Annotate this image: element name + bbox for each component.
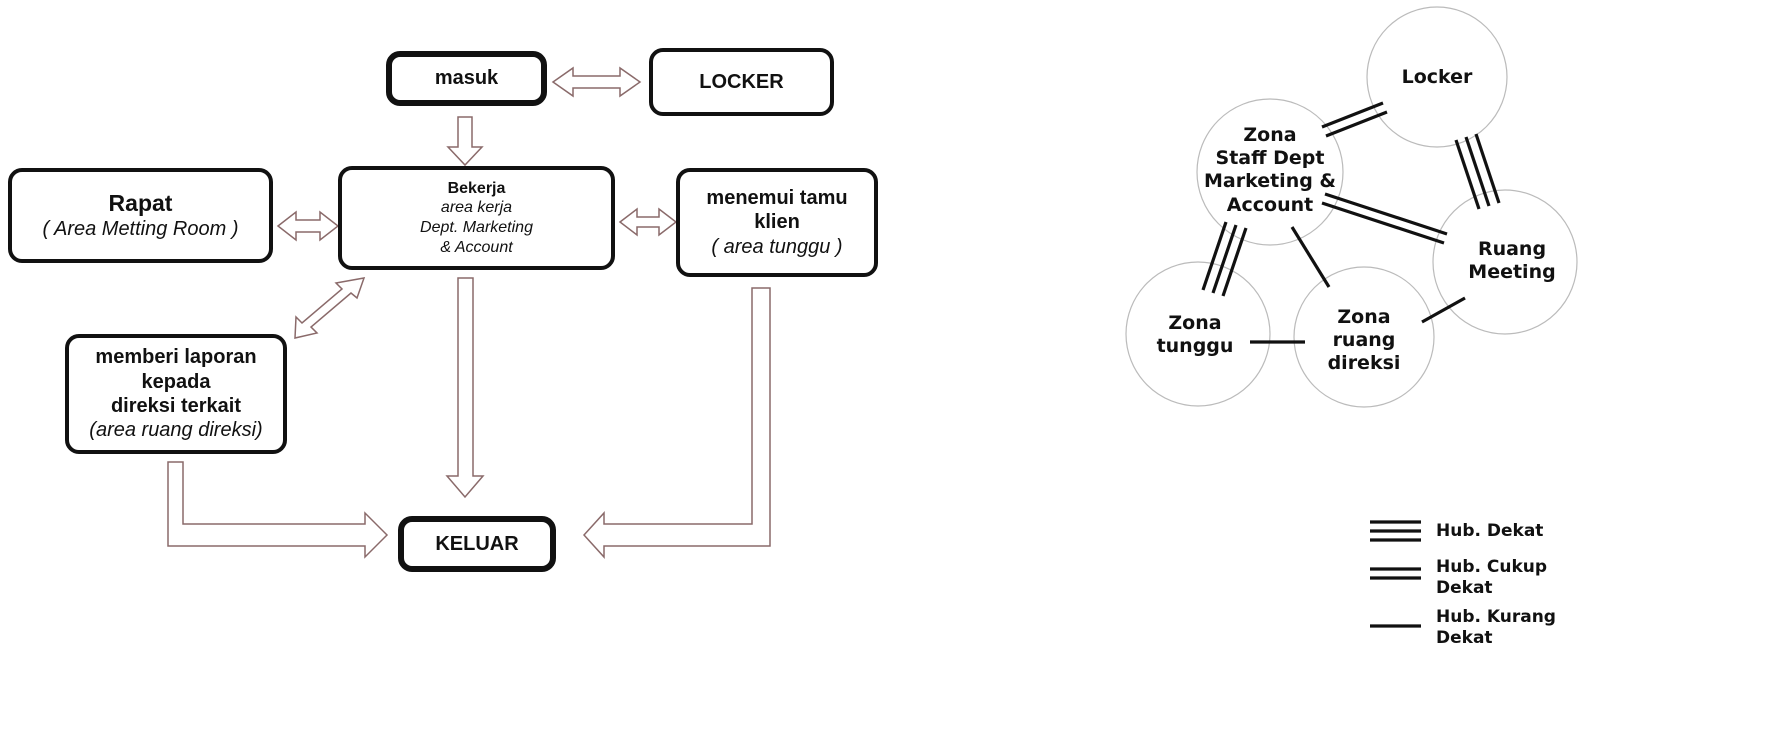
bekerja-line3: & Account bbox=[440, 238, 513, 256]
arrow-tamu-keluar bbox=[582, 287, 771, 559]
laporan-box: memberi laporan kepada direksi terkait (… bbox=[65, 334, 287, 454]
bekerja-line1: area kerja bbox=[440, 199, 513, 217]
laporan-line1: memberi laporan bbox=[95, 346, 257, 369]
circle-direksi bbox=[1293, 266, 1435, 408]
laporan-line2: kepada bbox=[141, 370, 211, 393]
legend-cukup-symbol bbox=[1370, 567, 1421, 580]
laporan-line3: direksi terkait bbox=[110, 395, 242, 417]
masuk-box: masuk bbox=[386, 51, 547, 106]
bekerja-box: Bekerja area kerja Dept. Marketing & Acc… bbox=[338, 166, 615, 270]
link-direksi-meeting bbox=[1421, 296, 1466, 324]
circle-staff bbox=[1196, 98, 1344, 246]
circle-tunggu bbox=[1125, 261, 1271, 407]
keluar-label: KELUAR bbox=[435, 532, 519, 555]
legend-dekat-label: Hub. Dekat bbox=[1436, 521, 1544, 541]
legend-symbols bbox=[1370, 520, 1421, 628]
locker-label: LOCKER bbox=[699, 70, 784, 93]
tamu-line2: klien bbox=[754, 211, 800, 234]
bubble-label-locker: Locker bbox=[1401, 66, 1473, 88]
legend-cukup-label: Hub. Cukup Dekat bbox=[1436, 557, 1548, 598]
rapat-area: ( Area Metting Room ) bbox=[42, 218, 239, 241]
bubble-label-staff: Zona Staff Dept Marketing & Account bbox=[1203, 124, 1337, 216]
bubble-label-direksi: Zona ruang direksi bbox=[1327, 306, 1401, 375]
arrow-bekerja-keluar bbox=[445, 277, 485, 499]
masuk-label: masuk bbox=[434, 67, 499, 90]
rapat-title: Rapat bbox=[108, 190, 173, 217]
arrow-masuk-bekerja bbox=[446, 116, 484, 167]
link-staff-direksi bbox=[1290, 226, 1331, 288]
arrow-laporan-keluar bbox=[167, 461, 389, 559]
link-staff-tunggu bbox=[1201, 221, 1248, 297]
tamu-line1: menemui tamu bbox=[706, 186, 848, 209]
bekerja-title: Bekerja bbox=[447, 179, 506, 197]
link-staff-meeting bbox=[1321, 192, 1448, 245]
tamu-box: menemui tamu klien ( area tunggu ) bbox=[676, 168, 878, 277]
arrow-bekerja-laporan bbox=[294, 277, 366, 339]
arrow-masuk-locker bbox=[551, 66, 642, 98]
tamu-area: ( area tunggu ) bbox=[711, 235, 843, 258]
circle-meeting bbox=[1432, 189, 1578, 335]
legend-dekat-symbol bbox=[1370, 520, 1421, 542]
bekerja-line2: Dept. Marketing bbox=[420, 219, 533, 236]
circle-locker bbox=[1366, 6, 1508, 148]
locker-box: LOCKER bbox=[649, 48, 834, 116]
link-locker-meeting bbox=[1454, 133, 1501, 210]
rapat-box: Rapat ( Area Metting Room ) bbox=[8, 168, 273, 263]
bubble-label-tunggu: Zona tunggu bbox=[1156, 312, 1234, 358]
link-staff-locker bbox=[1321, 101, 1388, 138]
bubble-label-meeting: Ruang Meeting bbox=[1468, 238, 1556, 284]
laporan-area: (area ruang direksi) bbox=[89, 419, 263, 442]
legend-kurang-label: Hub. Kurang Dekat bbox=[1436, 607, 1556, 648]
keluar-box: KELUAR bbox=[398, 516, 556, 572]
